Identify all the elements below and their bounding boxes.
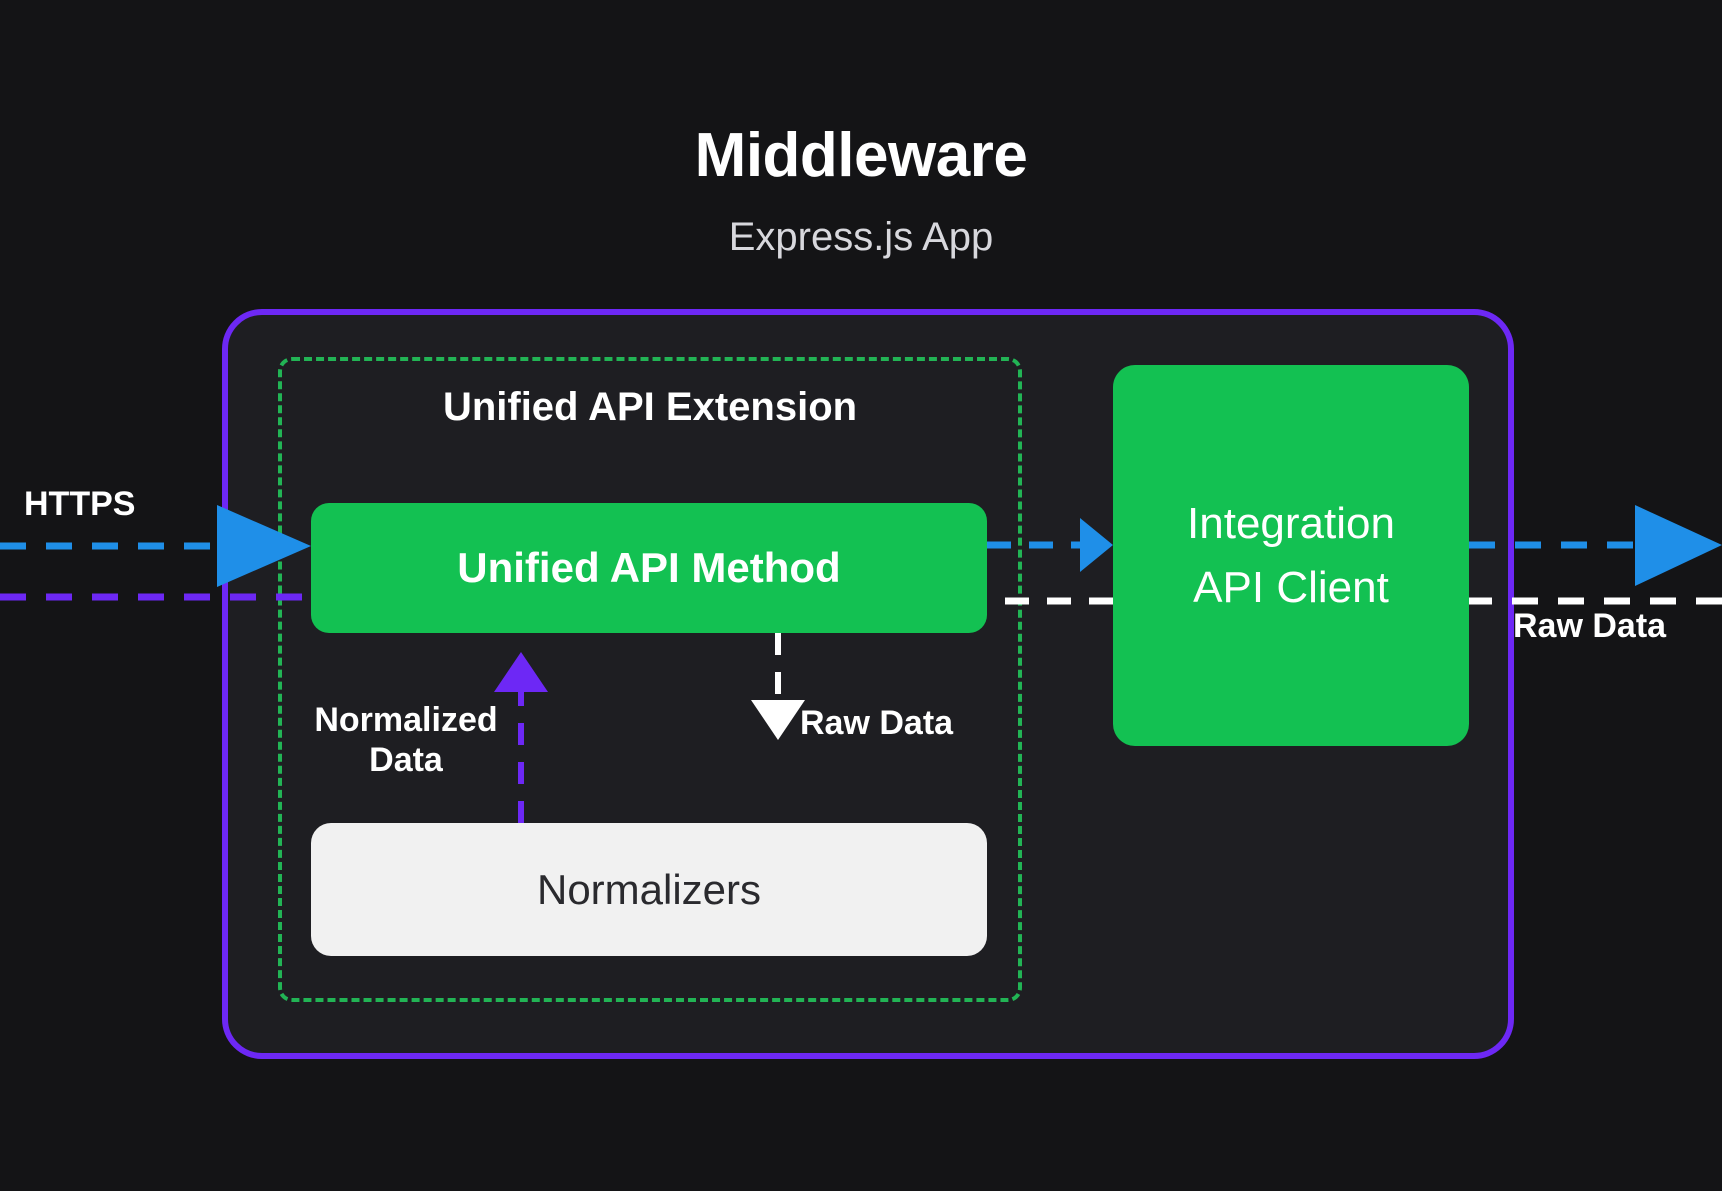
- node-normalizers[interactable]: Normalizers: [311, 823, 987, 956]
- node-unified-api-method-label: Unified API Method: [457, 544, 841, 591]
- page-title: Middleware: [694, 121, 1028, 190]
- node-integration-api-client[interactable]: Integration API Client: [1113, 365, 1469, 746]
- node-integration-api-client-label: Integration API Client: [1187, 498, 1395, 612]
- edge-label-raw-data-inner: Raw Data: [800, 704, 954, 742]
- page-subtitle: Express.js App: [728, 215, 994, 259]
- unified-api-extension-container: [278, 357, 1022, 1002]
- edge-label-raw-data-right: Raw Data: [1513, 607, 1667, 645]
- edge-label-https: HTTPS: [24, 485, 136, 523]
- node-unified-api-method[interactable]: Unified API Method: [311, 503, 987, 633]
- unified-api-extension-title: Unified API Extension: [442, 385, 858, 429]
- node-normalizers-label: Normalizers: [536, 865, 762, 913]
- edge-label-normalized-data: Normalized Data: [314, 701, 498, 780]
